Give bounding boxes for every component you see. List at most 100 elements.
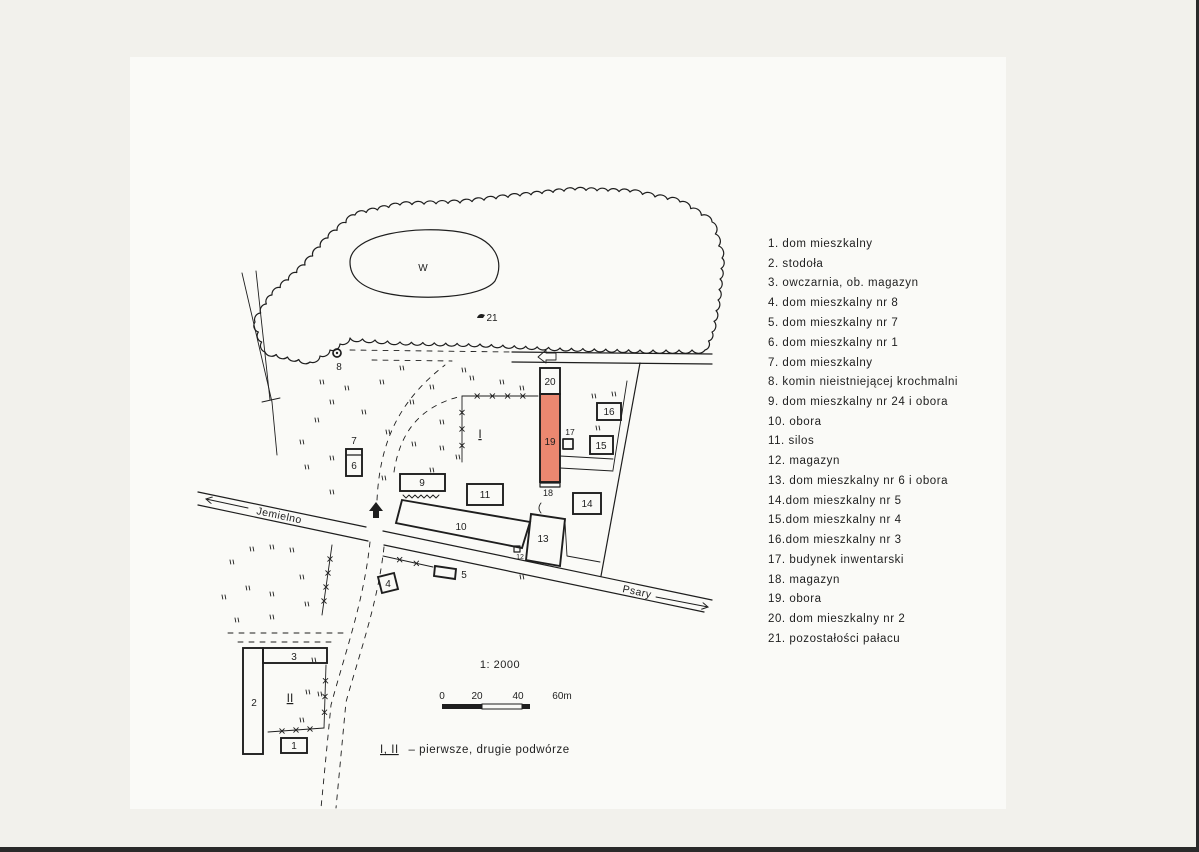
road-edge-lower [383,544,705,613]
legend-item: 10. obora [768,416,822,428]
building-outline [524,512,567,568]
scale-bar-label: 0 [439,691,445,702]
building-number: 6 [351,461,357,472]
building-11: 11 [466,483,504,506]
building-15: 15 [589,435,614,455]
grass-mark [289,547,295,553]
building-outline [345,448,363,477]
building-outline [596,402,622,421]
grass-mark [411,441,417,447]
plot-line [559,467,614,472]
courtyard-note: I, II – pierwsze, drugie podwórze [380,744,570,756]
northern-road [349,349,713,365]
road-edge-upper [197,491,367,528]
legend-item: 19. obora [768,593,822,605]
road-direction-arrow [537,349,557,364]
grass-mark [455,454,461,460]
building-number: 5 [461,570,467,581]
grass-mark [319,379,325,385]
fence-cross-mark [413,560,420,567]
fences [267,393,539,734]
legend-item: 1. dom mieszkalny [768,238,873,250]
building-number: 16 [603,407,615,418]
building-4: 4 [376,571,400,595]
chimney-center [335,351,339,355]
scan-bottom-edge [0,847,1199,852]
building-12: 12 [513,545,524,561]
building-number: 4 [385,579,391,590]
building-19-highlighted: 19 [539,393,561,483]
path-north-west [376,364,446,501]
dashed-boundary [349,349,513,353]
grass-mark [429,467,435,473]
legend-item: 2. stodoła [768,258,823,270]
courtyard-note-label: I, II [380,744,399,756]
road-arrow-west [206,499,249,509]
scale-bar-segment [522,704,530,709]
path-south-west-edge [320,541,371,809]
pond-outline [349,229,500,298]
legend-item: 15.dom mieszkalny nr 4 [768,514,902,526]
building-5: 5 [432,564,467,581]
fence-cross-mark [520,393,526,399]
building-outline [399,473,446,492]
ruins-symbol [477,314,485,318]
building-number: 18 [543,488,553,498]
grass-mark [344,385,350,391]
fence-cross-mark [504,393,511,399]
grass-mark [311,657,317,663]
fence-cross-mark [327,556,333,562]
grass-mark [299,574,305,580]
legend: 1. dom mieszkalny 2. stodoła 3. owczarni… [768,238,958,645]
legend-item: 14.dom mieszkalny nr 5 [768,495,902,507]
building-number: 10 [455,522,467,533]
building-outline [572,492,602,515]
building-number: 7 [351,436,357,447]
pond-label: W [418,263,428,274]
grass-mark [314,417,320,423]
drawing-sheet [130,57,1006,809]
palace-ruins-21: 21 [477,313,498,324]
building-number: 21 [486,313,498,324]
grass-mark [469,375,475,381]
road-edge-upper [382,530,713,601]
grass-mark [269,614,275,620]
building-2: 2 [242,647,264,755]
fence-cross-mark [396,556,403,563]
grass-mark [519,385,525,391]
building-number: 13 [537,534,549,545]
road-edge [511,351,713,355]
plot-line [559,455,614,460]
building-number: 14 [581,499,593,510]
building-9: 9 [399,473,446,499]
grass-mark [461,367,467,373]
building-number: 8 [336,362,342,373]
building-outline [280,737,308,754]
hatching [402,494,440,499]
building-10: 10 [394,498,532,550]
grass-mark [229,559,235,565]
dashed-boundary [371,359,453,362]
fence-cross-mark [323,584,329,590]
grass-mark [329,399,335,405]
grass-mark [249,546,255,552]
legend-item: 12. magazyn [768,455,840,467]
courtyard-label-first: I [478,427,481,441]
building-18: 18 [538,482,561,514]
building-outline [513,545,521,553]
scale-ratio: 1: 2000 [480,659,520,671]
building-number: 9 [419,478,425,489]
grass-mark [299,439,305,445]
scale-bar-label: 20 [471,691,483,702]
connector-arc [538,502,542,514]
grass-mark [499,379,505,385]
fence-cross-mark [474,393,480,399]
boundary-line [271,401,278,456]
fence-cross-mark [325,570,331,576]
road-arrow-east [655,596,708,607]
legend-item: 8. komin nieistniejącej krochmalni [768,376,958,388]
legend-item: 13. dom mieszkalny nr 6 i obora [768,475,948,487]
fence-cross-mark [459,409,465,416]
grass-mark [269,591,275,597]
grass-mark [381,475,387,481]
